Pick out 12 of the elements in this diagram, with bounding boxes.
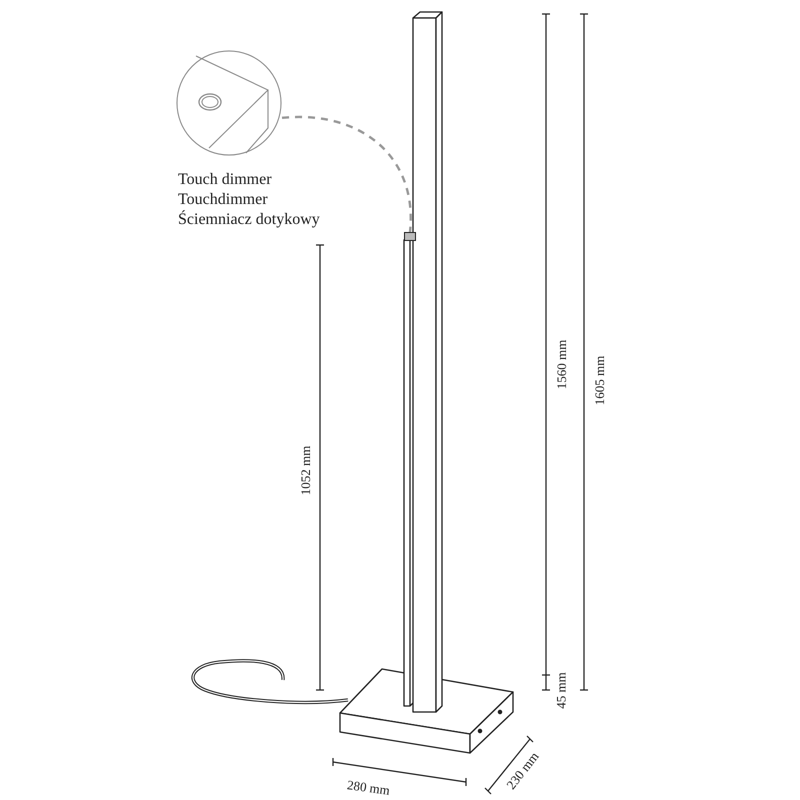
dimension-label: 1052 mm [298,445,312,495]
caption-text: Ściemniacz dotykowy [178,210,320,230]
leader-line [282,116,412,232]
dimension-label: 280 mm [346,778,390,796]
dimension-label: 1560 mm [554,339,568,389]
dimension-label: 1605 mm [592,355,606,405]
dimension-label: 45 mm [554,672,568,708]
caption-text: Touchdimmer [178,190,268,210]
dimension-label: 230 mm [504,749,540,791]
touch-dimmer-spot [404,232,416,241]
caption-text: Touch dimmer [178,170,272,190]
detail-circle [176,50,282,156]
